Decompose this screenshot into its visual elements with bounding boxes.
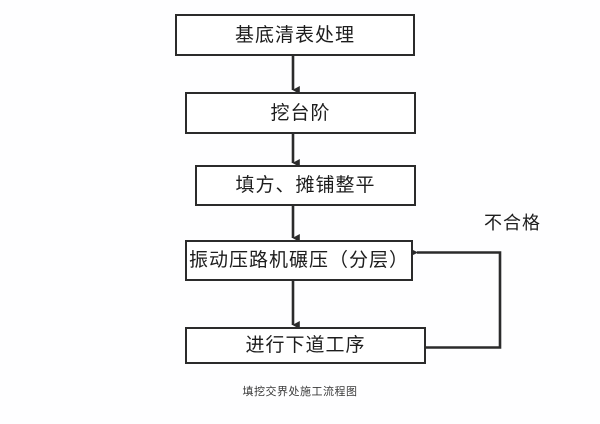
- process-node-fill-and-level[interactable]: 填方、摊铺整平: [195, 165, 416, 206]
- node-label: 振动压路机碾压（分层）: [188, 249, 409, 271]
- connector-feedback-loop: [410, 248, 502, 349]
- node-label: 基底清表处理: [234, 23, 355, 46]
- process-node-vibratory-rolling[interactable]: 振动压路机碾压（分层）: [185, 240, 413, 281]
- node-label: 进行下道工序: [245, 334, 366, 356]
- node-label: 挖台阶: [270, 101, 331, 124]
- node-label: 填方、摊铺整平: [235, 174, 376, 196]
- process-node-excavate-steps[interactable]: 挖台阶: [185, 92, 416, 134]
- diagram-caption: 填挖交界处施工流程图: [242, 385, 358, 398]
- edge-label-unqualified: 不合格: [484, 213, 541, 234]
- process-node-base-clearing[interactable]: 基底清表处理: [175, 14, 415, 56]
- process-node-next-procedure[interactable]: 进行下道工序: [185, 327, 426, 364]
